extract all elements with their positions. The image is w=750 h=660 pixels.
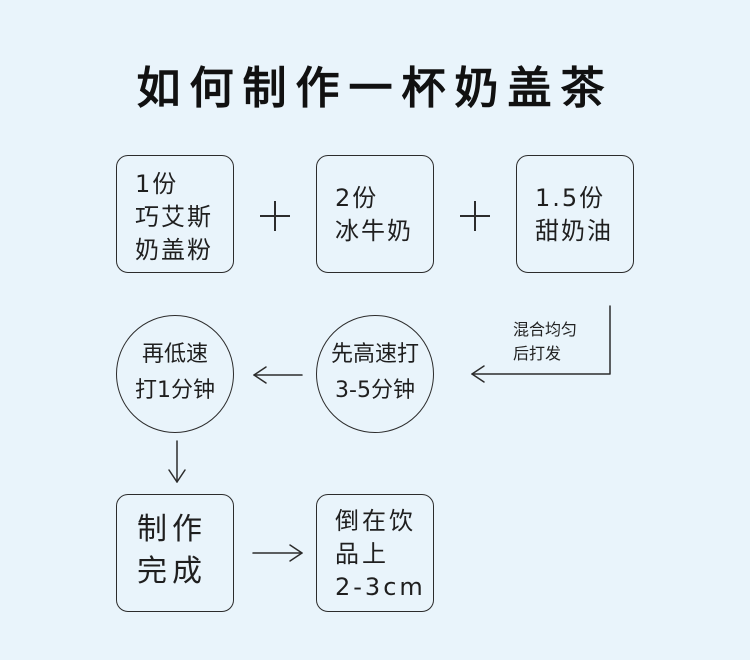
pour-box: 倒在饮 品上 2-3cm	[316, 494, 434, 612]
ingredient-box-cheese-powder: 1份 巧艾斯 奶盖粉	[116, 155, 234, 273]
ingredient-box-cold-milk: 2份 冰牛奶	[316, 155, 434, 273]
step-arrow-head	[253, 366, 267, 384]
step-circle-high-speed: 先高速打 3-5分钟	[316, 315, 434, 433]
down-arrow-head	[168, 469, 186, 483]
pour-arrow-head	[289, 544, 303, 562]
ingredient-label: 1份 巧艾斯 奶盖粉	[135, 170, 213, 264]
step-label: 先高速打 3-5分钟	[330, 342, 419, 403]
ingredient-label: 2份 冰牛奶	[335, 184, 413, 245]
mix-arrow-head	[471, 365, 485, 383]
finish-label: 制作 完成	[137, 512, 207, 589]
plus-icon	[460, 201, 490, 231]
pour-label: 倒在饮 品上 2-3cm	[335, 507, 426, 601]
step-label: 再低速 打1分钟	[135, 342, 215, 403]
mix-instruction-label: 混合均匀 后打发	[513, 320, 578, 363]
ingredient-label: 1.5份 甜奶油	[535, 184, 613, 245]
page-title: 如何制作一杯奶盖茶	[136, 63, 614, 114]
step-circle-low-speed: 再低速 打1分钟	[116, 315, 234, 433]
plus-icon	[260, 201, 290, 231]
finish-box: 制作 完成	[116, 494, 234, 612]
ingredient-box-sweet-cream: 1.5份 甜奶油	[516, 155, 634, 273]
